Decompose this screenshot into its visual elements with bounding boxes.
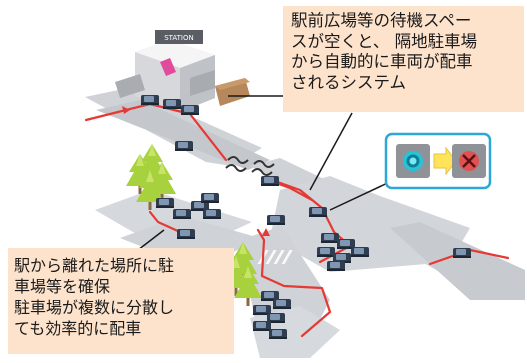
- callout-top-line: 駅前広場等の待機スペー: [291, 11, 472, 30]
- callout-auto-dispatch: 駅前広場等の待機スペー スが空くと、 隔地駐車場 から自動的に車両が配車 される…: [283, 6, 524, 112]
- red-x-signal-icon: [452, 144, 486, 178]
- callout-top-line: スが空くと、 隔地駐車場: [291, 31, 478, 51]
- road-break-marks: [225, 156, 275, 176]
- callout-bottom-line: 駅から離れた場所に駐: [14, 256, 175, 275]
- signal-panel: [384, 132, 492, 190]
- callout-bottom-line: ても効率的に配車: [14, 319, 142, 338]
- callout-top-line: から自動的に車両が配車: [291, 52, 473, 71]
- leader-lines: [137, 95, 395, 251]
- callout-bottom-line: 駐車場が複数に分散し: [14, 298, 175, 317]
- callout-bottom-line: 車場等を確保: [14, 277, 111, 296]
- blue-circle-signal-icon: [396, 144, 430, 178]
- station-sign: STATION: [164, 34, 194, 42]
- callout-remote-parking: 駅から離れた場所に駐 車場等を確保 駐車場が複数に分散し ても効率的に配車: [8, 248, 234, 354]
- arrow-right-icon: [433, 146, 457, 176]
- callout-top-line: されるシステム: [291, 72, 407, 92]
